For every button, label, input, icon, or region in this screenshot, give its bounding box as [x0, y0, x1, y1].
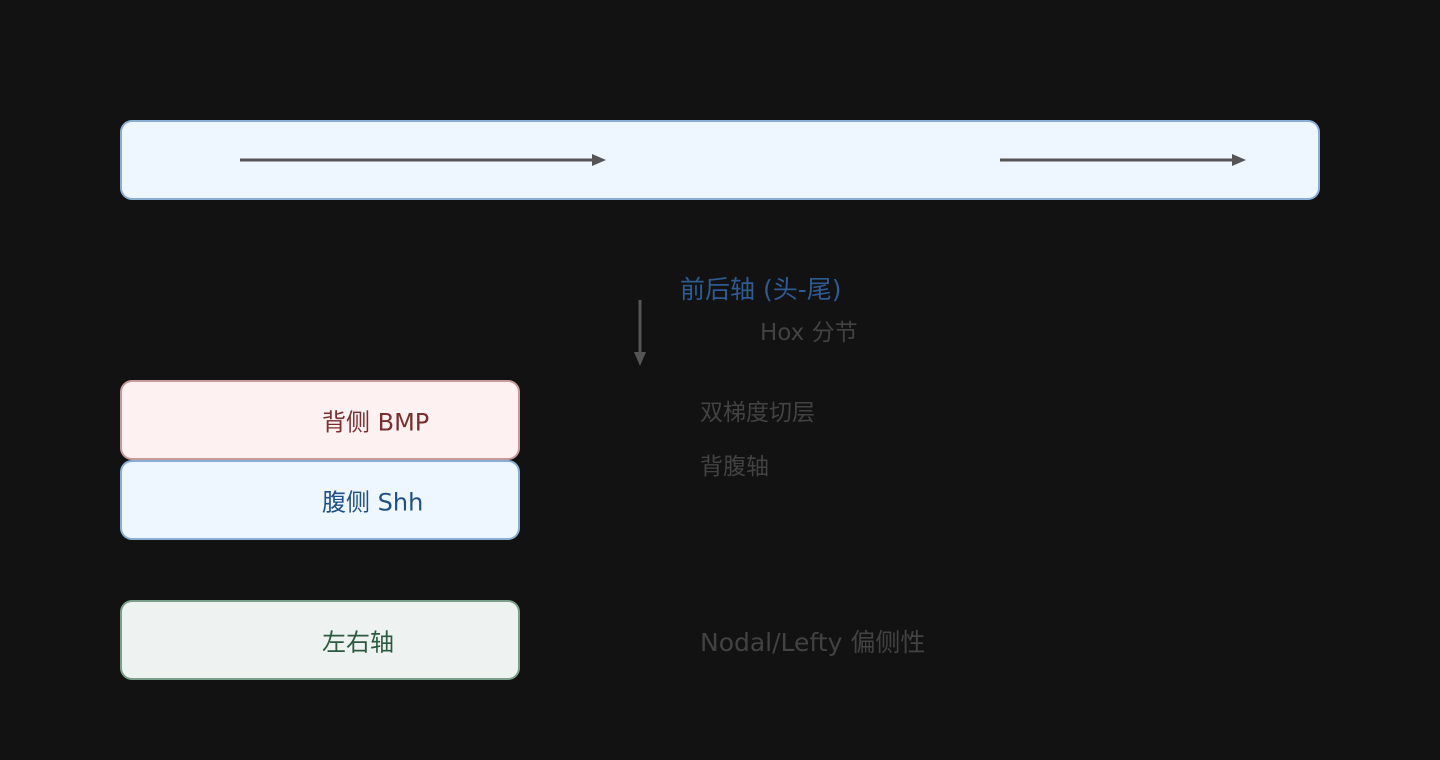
- ventral-shh-box: 腹侧 Shh: [120, 460, 520, 540]
- dorsoventral-axis-caption: 背腹轴: [700, 454, 769, 480]
- ap-arrow-right: [1000, 154, 1246, 166]
- ap-arrow-left: [240, 154, 606, 166]
- dorsal-bmp-box: 背侧 BMP: [120, 380, 520, 460]
- dual-gradient-caption: 双梯度切层: [700, 400, 815, 426]
- left-right-axis-box: 左右轴: [120, 600, 520, 680]
- left-right-axis-label: 左右轴: [322, 628, 394, 657]
- nodal-lefty-caption: Nodal/Lefty 偏侧性: [700, 628, 926, 657]
- ap-axis-title: 前后轴 (头-尾): [680, 275, 842, 304]
- dorsal-bmp-label: 背侧 BMP: [322, 408, 430, 437]
- ventral-shh-label: 腹侧 Shh: [322, 488, 424, 517]
- hox-segmentation-label: Hox 分节: [760, 320, 858, 346]
- down-arrow: [634, 300, 646, 366]
